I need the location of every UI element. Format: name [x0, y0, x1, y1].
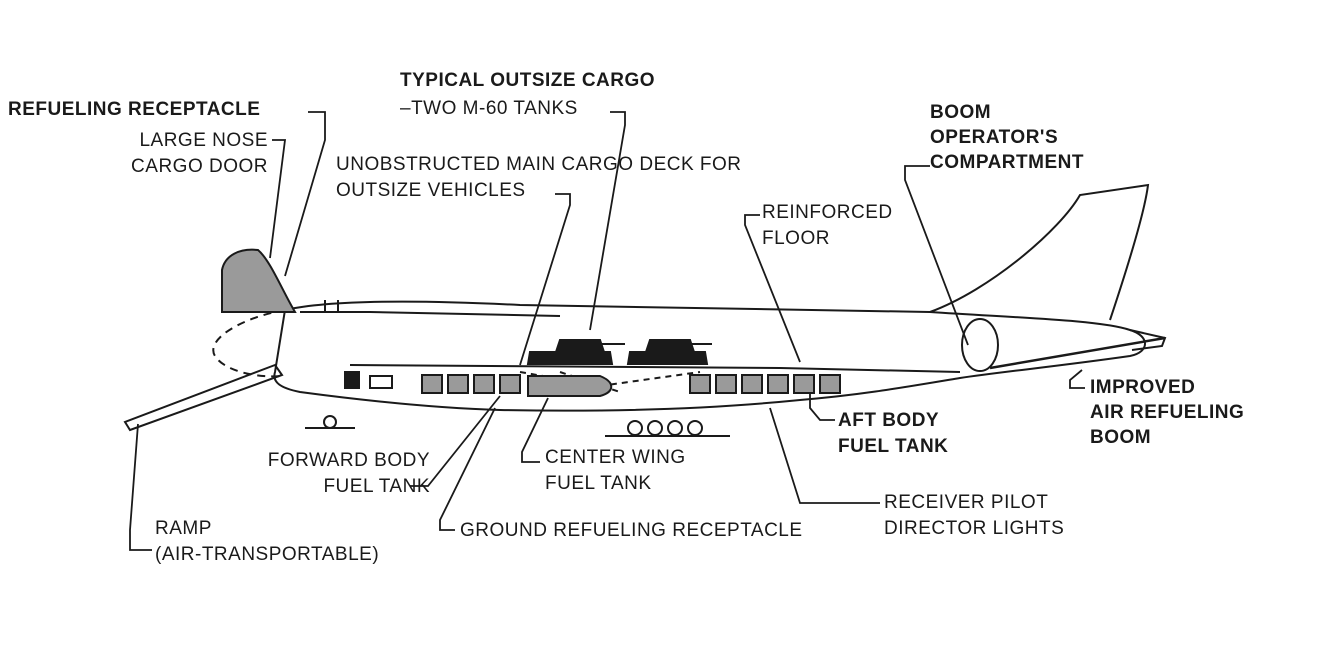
label-line: COMPARTMENT: [930, 152, 1084, 173]
leader-reinforced-floor: [744, 214, 801, 363]
label-line: RAMP: [155, 518, 212, 539]
forward-interior-box: [344, 371, 360, 389]
label-line: FORWARD BODY: [267, 450, 430, 471]
label-line: (AIR-TRANSPORTABLE): [155, 544, 380, 565]
label-aft-body-fuel-tank: AFT BODY FUEL TANK: [838, 408, 948, 460]
label-reinforced-floor: REINFORCED FLOOR: [762, 200, 893, 252]
label-line: RECEIVER PILOT: [884, 492, 1049, 513]
cargo-deck-line: [349, 364, 961, 373]
label-receiver-pilot-lights: RECEIVER PILOT DIRECTOR LIGHTS: [884, 490, 1064, 542]
label-line: UNOBSTRUCTED MAIN CARGO DECK FOR: [336, 154, 742, 175]
label-line: OPERATOR'S: [930, 127, 1059, 148]
leader-outsize-cargo: [589, 111, 626, 331]
leader-main-deck: [519, 193, 571, 366]
label-typical-outsize-cargo: TYPICAL OUTSIZE CARGO: [400, 70, 656, 91]
ramp-shape: [123, 363, 284, 432]
leader-nose-door: [269, 139, 287, 259]
label-line: CARGO DOOR: [131, 156, 268, 177]
main-landing-gear: [605, 420, 730, 437]
upper-deck-line: [300, 311, 561, 317]
label-line: FUEL TANK: [545, 473, 652, 494]
label-line: AIR REFUELING: [1090, 402, 1245, 423]
label-line: IMPROVED: [1090, 377, 1196, 398]
label-forward-body-fuel-tank: FORWARD BODY FUEL TANK: [230, 448, 430, 500]
label-line: DIRECTOR LIGHTS: [884, 518, 1065, 539]
aft-body-fuel-tank: [689, 374, 841, 394]
label-line: FLOOR: [762, 228, 830, 249]
m60-tank-silhouettes: [526, 339, 712, 365]
leader-refueling-receptacle: [284, 111, 326, 277]
label-ramp: RAMP (AIR-TRANSPORTABLE): [155, 516, 379, 568]
leader-forward-tank: [410, 395, 501, 487]
label-boom-operator: BOOM OPERATOR'S COMPARTMENT: [930, 100, 1084, 175]
fuselage-outline: [273, 300, 1146, 412]
vertical-tail: [929, 183, 1150, 321]
nose-landing-gear: [305, 415, 355, 429]
leader-aft-tank: [809, 394, 835, 421]
label-refueling-receptacle: REFUELING RECEPTACLE: [8, 99, 261, 120]
refueling-boom: [989, 336, 1166, 370]
label-line: AFT BODY: [838, 410, 940, 431]
label-line: LARGE NOSE: [139, 130, 268, 151]
label-line: REINFORCED: [762, 202, 893, 223]
forward-interior-box: [369, 375, 393, 389]
label-center-wing-fuel-tank: CENTER WING FUEL TANK: [545, 445, 686, 497]
boom-compartment-shape: [961, 318, 999, 372]
label-line: FUEL TANK: [838, 436, 949, 457]
label-large-nose-cargo-door: LARGE NOSE CARGO DOOR: [108, 128, 268, 180]
leader-improved-boom: [1069, 369, 1085, 389]
label-line: CENTER WING: [545, 447, 686, 468]
leader-lines: [129, 111, 1085, 551]
forward-body-fuel-tank: [421, 374, 521, 394]
leader-ramp: [129, 423, 152, 551]
label-line: BOOM: [930, 102, 992, 123]
center-wing-fuel-tank: [527, 375, 613, 397]
leader-ground-refueling: [439, 407, 496, 531]
leader-boom-operator: [904, 165, 969, 346]
label-ground-refueling-receptacle: GROUND REFUELING RECEPTACLE: [460, 520, 803, 541]
cockpit-window: [324, 300, 339, 312]
nose-cargo-door: [221, 248, 297, 313]
tail-cone: [1129, 329, 1167, 351]
label-two-m60-tanks: –TWO M-60 TANKS: [400, 98, 578, 119]
label-improved-boom: IMPROVED AIR REFUELING BOOM: [1090, 375, 1244, 450]
label-line: FUEL TANK: [323, 476, 430, 497]
label-unobstructed-deck: UNOBSTRUCTED MAIN CARGO DECK FOR OUTSIZE…: [336, 152, 742, 204]
nose-dashed-outline: [212, 309, 286, 378]
label-line: BOOM: [1090, 427, 1152, 448]
leader-receiver-lights: [769, 407, 880, 504]
label-line: OUTSIZE VEHICLES: [336, 180, 526, 201]
leader-center-tank: [521, 397, 549, 463]
